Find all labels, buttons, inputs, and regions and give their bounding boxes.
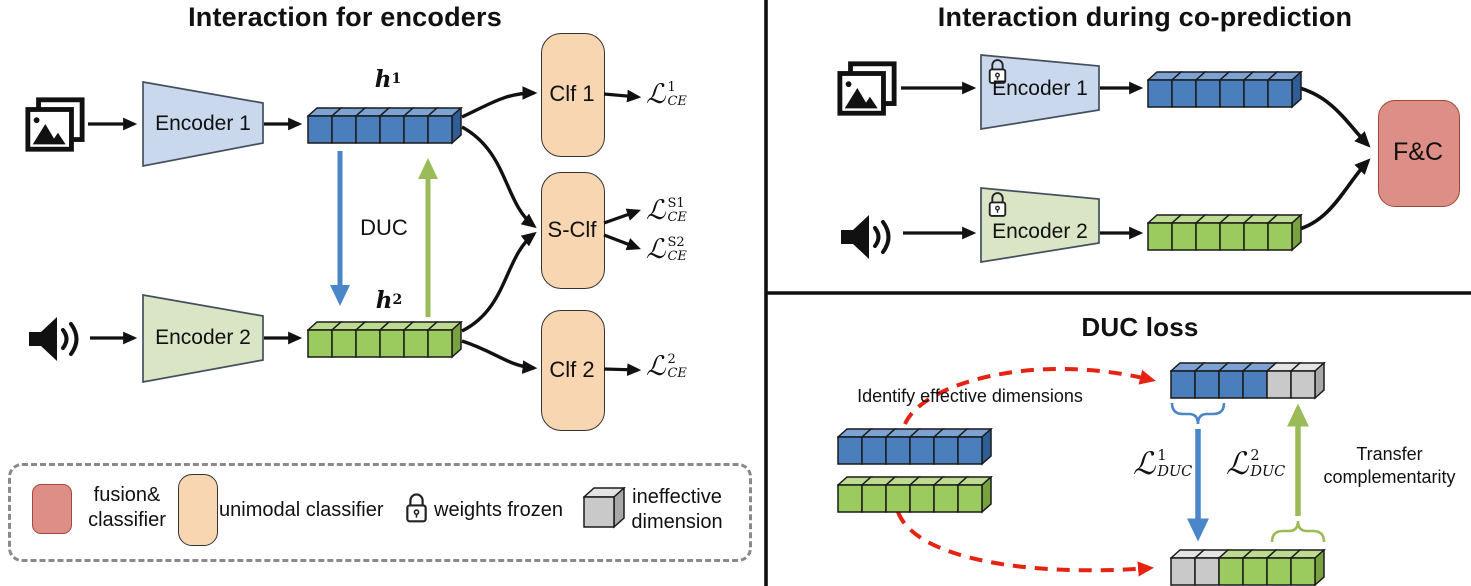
encoder1-trapezoid bbox=[142, 80, 264, 168]
duc-label: DUC bbox=[360, 215, 408, 240]
legend-fusion-chip bbox=[32, 484, 72, 534]
clf1-label: Clf 1 bbox=[549, 81, 595, 106]
lock-icon-encoder1 bbox=[987, 58, 1008, 86]
image-modality-icon bbox=[24, 96, 86, 154]
legend-unimodal-chip bbox=[178, 474, 218, 546]
clf2-label: Clf 2 bbox=[549, 356, 595, 382]
legend-unimodal-label: unimodal classifier bbox=[219, 498, 384, 521]
red-dashed-curve-top bbox=[903, 367, 1156, 425]
coprediction-encoder1-trapezoid bbox=[980, 54, 1100, 130]
h2-feature-vector bbox=[307, 321, 463, 359]
duc-bottom-mixed-vector bbox=[1170, 549, 1326, 586]
legend-ineffective-label: ineffective dimension bbox=[631, 486, 723, 533]
encoder2-label: Encoder 2 bbox=[155, 326, 251, 349]
arrow-clf1-to-loss bbox=[603, 89, 642, 103]
arrow-sclf-to-loss-s2 bbox=[603, 233, 641, 251]
encoder2-trapezoid bbox=[142, 293, 264, 384]
image-modality-icon-cop bbox=[836, 60, 898, 118]
legend-frozen-label: weights frozen bbox=[434, 498, 563, 521]
blue-brace bbox=[1170, 402, 1226, 425]
left-panel-title: Interaction for encoders bbox=[188, 1, 502, 32]
duc-top-mixed-vector bbox=[1170, 362, 1326, 400]
transfer-complementarity-label: Transfer complementarity bbox=[1323, 444, 1456, 487]
sclf-label: S-Clf bbox=[547, 216, 597, 242]
clf1-box bbox=[541, 33, 605, 157]
green-brace bbox=[1270, 520, 1326, 543]
coprediction-image-vector bbox=[1147, 71, 1303, 109]
coprediction-encoder1-label: Encoder 1 bbox=[992, 76, 1088, 100]
legend-fusion-label: fusion& classifier bbox=[88, 484, 166, 531]
arrow-clf2-to-loss bbox=[603, 363, 642, 377]
red-dashed-curve-bottom bbox=[896, 511, 1154, 577]
h1-feature-vector bbox=[307, 107, 463, 145]
audio-modality-icon-cop bbox=[838, 212, 898, 262]
encoder1-label: Encoder 1 bbox=[155, 112, 251, 135]
legend-box bbox=[8, 463, 752, 562]
fc-label: F&C bbox=[1393, 138, 1443, 166]
identify-effective-dimensions-label: Identify effective dimensions bbox=[857, 385, 1083, 406]
curve-bluevec-to-fc bbox=[1295, 85, 1371, 148]
lock-icon-encoder2 bbox=[987, 191, 1008, 219]
duc-blue-vector bbox=[837, 428, 993, 466]
curve-h2-to-sclf bbox=[461, 231, 537, 333]
lock-icon-legend bbox=[404, 492, 429, 525]
fusion-classifier-box bbox=[1378, 100, 1460, 207]
clf2-box bbox=[541, 310, 605, 431]
duc-green-vector bbox=[837, 476, 993, 514]
audio-modality-icon bbox=[26, 314, 86, 364]
curve-h2-to-clf2 bbox=[461, 339, 538, 374]
duc-loss-title: DUC loss bbox=[1081, 311, 1199, 342]
coprediction-audio-vector bbox=[1147, 214, 1303, 252]
coprediction-encoder2-trapezoid bbox=[980, 187, 1100, 263]
arrow-sclf-to-loss-s1 bbox=[603, 208, 642, 225]
curve-greenvec-to-fc bbox=[1295, 158, 1371, 232]
top-right-panel-title: Interaction during co-prediction bbox=[937, 1, 1353, 32]
coprediction-encoder2-label: Encoder 2 bbox=[992, 219, 1088, 243]
legend-ineffective-cube bbox=[583, 487, 626, 529]
sclf-box bbox=[541, 172, 605, 289]
curve-h1-to-clf1 bbox=[461, 86, 538, 119]
curve-h1-to-sclf bbox=[461, 125, 537, 229]
